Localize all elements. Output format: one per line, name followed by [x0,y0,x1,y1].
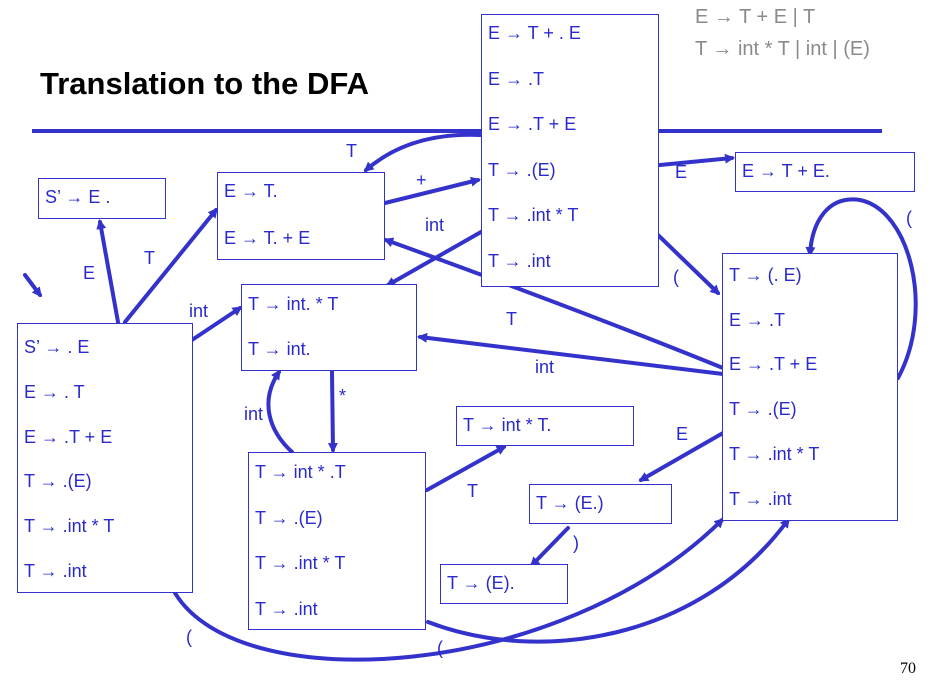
arrow-E-done [658,153,735,167]
item: T → int. * T [248,294,339,314]
item: T → .int * T [488,205,579,225]
edge-label: ( [906,208,912,228]
item: T → .int * T [24,516,115,536]
item: E → .T + E [24,427,113,447]
arrow-lparen-loop [805,197,918,380]
edge-label: ( [186,627,192,647]
edge-label: int [425,215,445,235]
arrow-int-self [266,369,294,454]
state-int: T → int. * T T → int. [241,284,417,371]
arrow-int-to-s_int [417,332,725,376]
edge-label: T [467,481,478,501]
item: E → T + E. [742,161,830,181]
edge-label: E [675,162,688,182]
item: T → int * T. [463,415,552,435]
edge-label: int [189,301,209,321]
item: T → (E). [447,573,515,593]
arrow-lparen-bottom-1 [173,517,725,662]
item: T → .(E) [729,399,797,419]
edge-label: T [346,141,357,161]
state-paren-e: T → (E.) [529,484,672,524]
item: E → T. [224,181,278,201]
item: T → .(E) [488,160,556,180]
edge-label: T [506,309,517,329]
state-start: S’ → . E E → . T E → .T + E T → .(E) T →… [17,323,193,593]
item: E → .T + E [729,354,818,374]
arrow-star [327,370,338,453]
item: T → .int * T [729,444,820,464]
edge-label: int [244,404,264,424]
edge-label: E [83,263,96,283]
item: E → .T [488,69,545,89]
arrow-T-to-s_et [383,237,725,370]
edge-label: ( [437,638,443,658]
page-title: Translation to the DFA [40,66,369,101]
arrow-plus [383,176,481,205]
edge-label: ) [573,533,579,553]
edge-label: ( [673,267,679,287]
edge-label: * [339,386,347,406]
state-e-t-plus-e-done: E → T + E. [735,152,915,192]
arrow-E-parenE [638,431,725,482]
item: T → .int [24,561,87,581]
grammar-rule: E → T + E | T [695,6,816,28]
item: E → T. + E [224,228,311,248]
arrow-lparen-from-etpe [656,233,721,296]
item: E → . T [24,382,85,402]
state-accept: S’ → E . [38,178,166,219]
item: T → .int [255,599,318,619]
item: E → T + . E [488,23,581,43]
state-int-star: T → int * .T T → .(E) T → .int * T T → .… [248,452,426,630]
state-e-t: E → T. E → T. + E [217,172,385,260]
item: T → (. E) [729,265,802,285]
arrow-start [23,273,42,298]
arrow-T-intstar [425,445,507,492]
item: T → .(E) [24,471,92,491]
arrow-int-s_int-from-etpe [385,226,490,287]
state-e-t-plus-e: E → T + . E E → .T E → .T + E T → .(E) T… [481,14,659,287]
item: E → .T [729,310,786,330]
edge-label: int [535,357,555,377]
item: T → int. [248,339,311,359]
arrow-lparen-bottom-2 [426,517,790,644]
item: T → .int [488,251,551,271]
item: T → .int * T [255,553,346,573]
arrow-int-s_int [190,306,243,342]
edge-label: + [416,170,427,190]
arrow-T-back [363,132,482,172]
item: T → .(E) [255,508,323,528]
arrow-rparen [529,526,570,568]
edge-label: E [676,424,689,444]
arrow-T-s_et [123,207,218,324]
page-number: 70 [900,660,916,677]
state-int-star-t: T → int * T. [456,406,634,446]
grammar-rule: T → int * T | int | (E) [695,38,870,60]
item: S’ → E . [45,187,111,207]
state-paren-e-close: T → (E). [440,564,568,604]
title-underline [32,129,882,133]
item: S’ → . E [24,337,90,357]
item: T → (E.) [536,493,604,513]
item: E → .T + E [488,114,577,134]
item: T → .int [729,489,792,509]
state-paren: T → (. E) E → .T E → .T + E T → .(E) T →… [722,253,898,521]
arrow-E-accept [96,219,120,324]
edge-label: T [144,248,155,268]
item: T → int * .T [255,462,346,482]
